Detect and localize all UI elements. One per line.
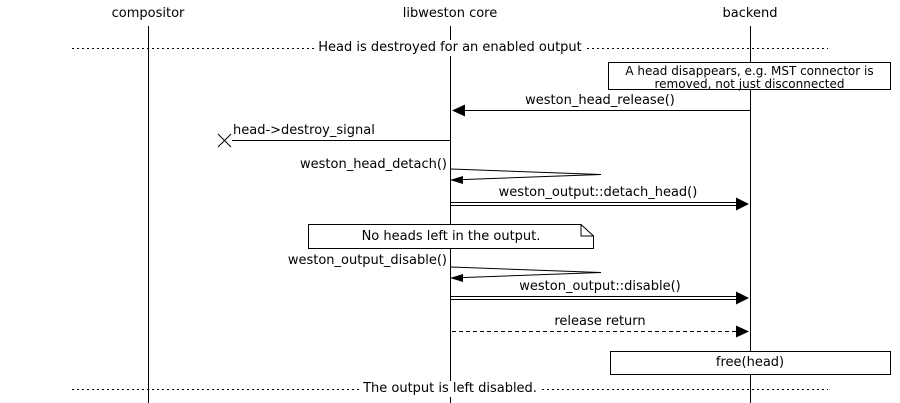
note-head-disappears-box	[608, 62, 891, 90]
message-destroy-signal: head->destroy_signal	[233, 123, 375, 138]
divider-bottom-label: The output is left disabled.	[359, 381, 541, 397]
arrow-head-release	[452, 104, 750, 117]
box-free-head-label: free(head)	[715, 355, 785, 370]
message-head-detach: weston_head_detach()	[300, 157, 447, 172]
message-detach-head: weston_output::detach_head()	[498, 185, 698, 200]
note-head-disappears-line2: removed, not just disconnected	[654, 77, 845, 91]
arrow-detach-head	[451, 197, 749, 211]
note-head-disappears-line1: A head disappears, e.g. MST connector is	[625, 64, 874, 78]
lifeline-label-compositor: compositor	[111, 6, 185, 21]
note-head-disappears: A head disappears, e.g. MST connector is…	[608, 65, 891, 91]
lifeline-label-backend: backend	[722, 6, 778, 21]
lost-message-destroy-signal	[217, 133, 450, 148]
message-head-release: weston_head_release()	[525, 93, 675, 108]
arrow-output-disable	[451, 291, 749, 305]
message-output-disable: weston_output::disable()	[519, 279, 681, 294]
box-free-head	[610, 351, 891, 375]
self-arrow-output-disable	[450, 266, 602, 282]
self-arrow-head-detach	[450, 168, 602, 184]
note-no-heads-shape	[308, 224, 594, 249]
note-no-heads-label: No heads left in the output.	[361, 229, 541, 244]
message-release-return: release return	[554, 314, 646, 329]
arrow-release-return	[452, 325, 749, 338]
lifeline-label-libweston-core: libweston core	[402, 6, 498, 21]
divider-top-label: Head is destroyed for an enabled output	[314, 40, 586, 56]
message-output-disable-fn: weston_output_disable()	[287, 253, 447, 268]
